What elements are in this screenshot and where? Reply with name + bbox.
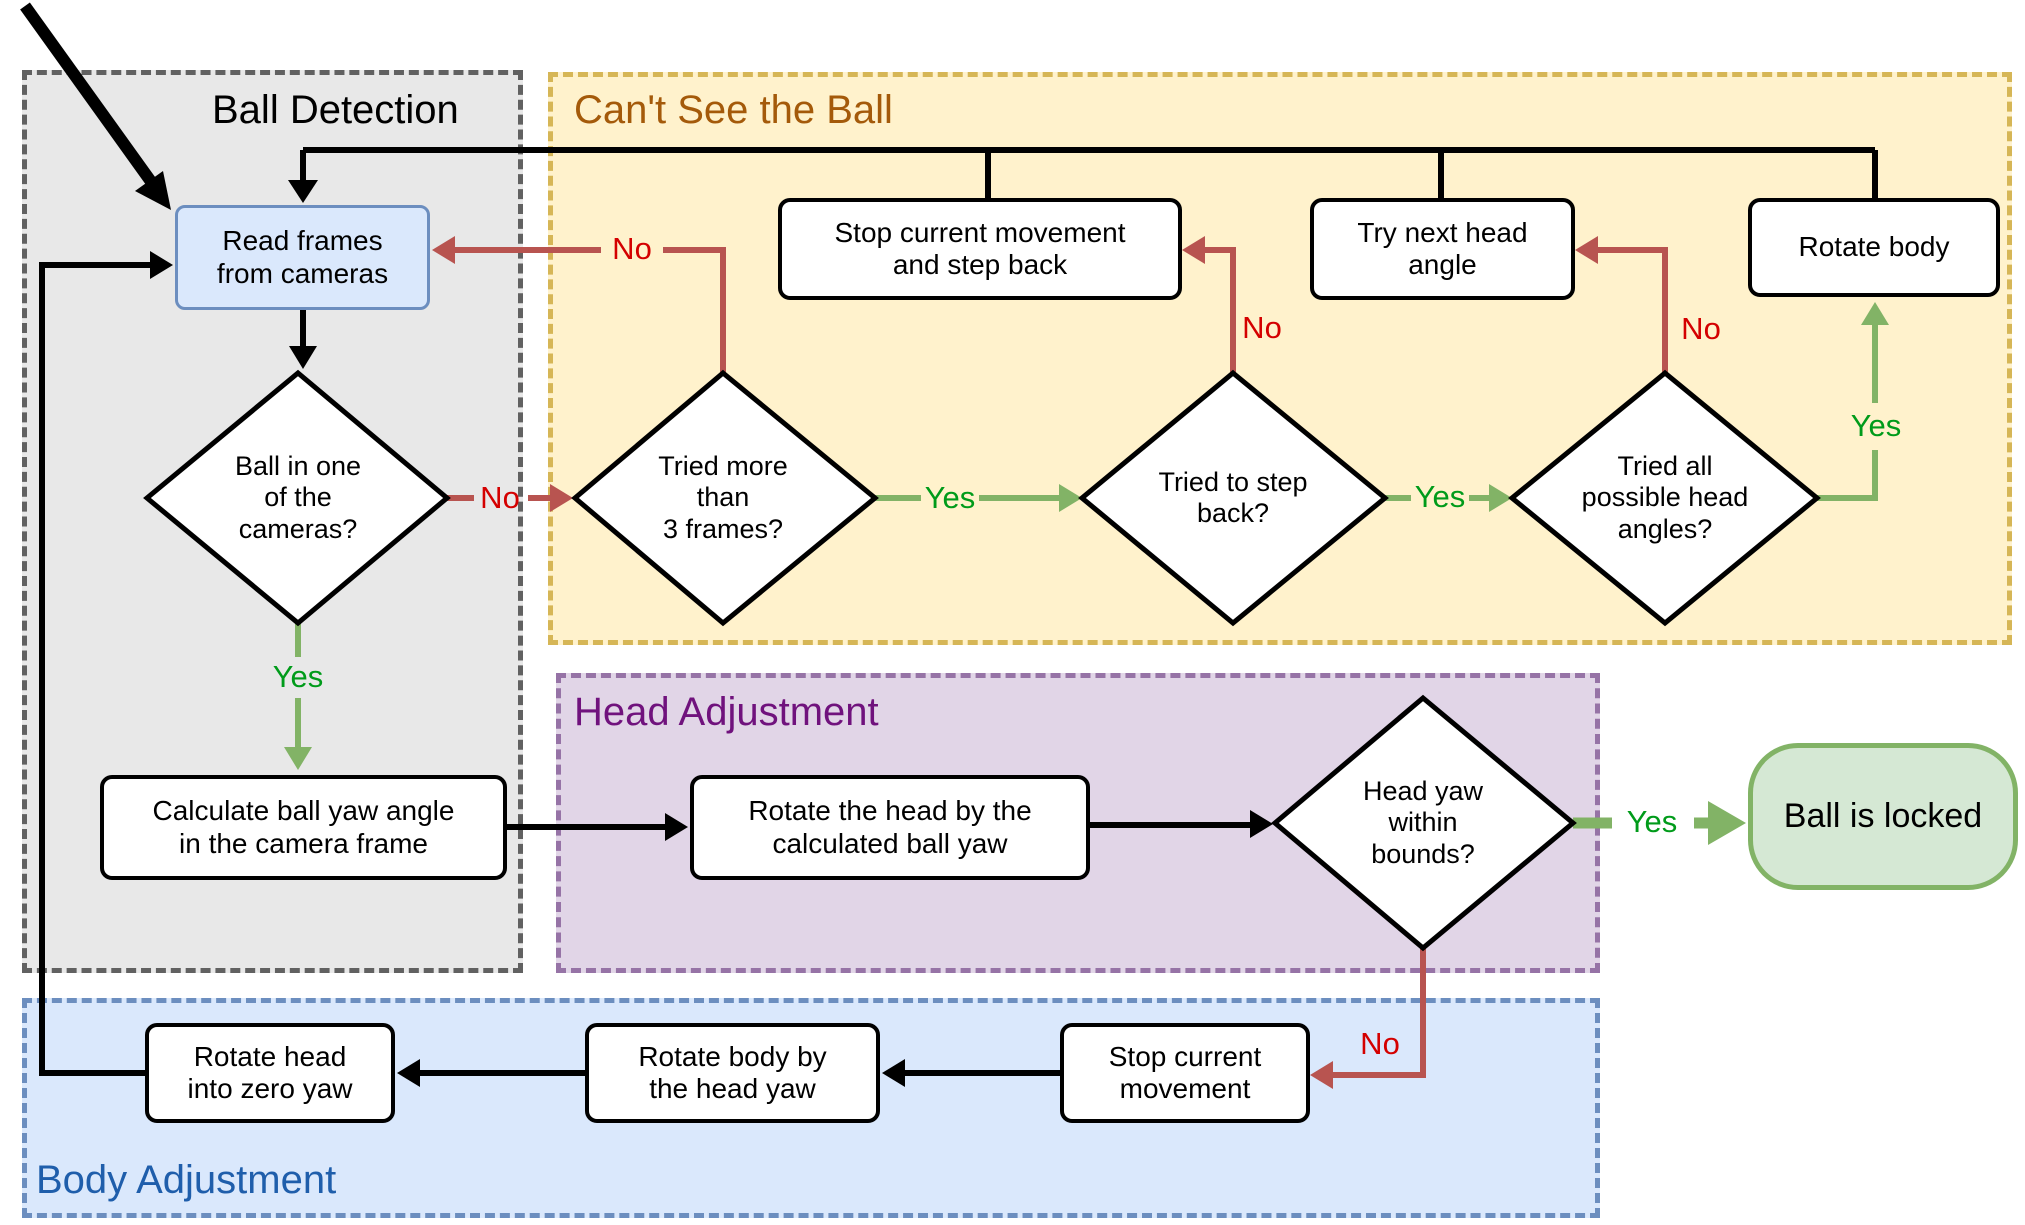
edge-label-yes-ball-to-calc: Yes [272,659,324,694]
node-stop-current-movement: Stop current movement [1060,1023,1310,1123]
edge-label-yes-yaw-to-locked: Yes [1626,804,1678,839]
edge-label-yes-tried3-to-stepback: Yes [924,480,976,515]
region-title-ball-detection: Ball Detection [212,88,459,132]
region-title-body-adjustment: Body Adjustment [36,1158,337,1202]
node-rotate-body-by-head: Rotate body by the head yaw [585,1023,880,1123]
edge-label-no-ball-to-tried3: No [480,480,520,515]
node-read-frames: Read frames from cameras [175,205,430,310]
node-stop-and-step-back: Stop current movement and step back [778,198,1182,300]
node-ball-is-locked: Ball is locked [1748,743,2018,890]
edge-label-yes-stepback-to-angles: Yes [1414,479,1466,514]
node-try-next-head-angle: Try next head angle [1310,198,1575,300]
node-rotate-body: Rotate body [1748,198,2000,297]
region-cant-see-the-ball [548,72,2012,645]
region-title-cant-see-the-ball: Can't See the Ball [574,88,893,132]
edge-label-no-stepback-to-stop: No [1242,310,1282,345]
arrowhead-yes-into-balllocked [1708,801,1746,845]
edge-label-no-yaw-to-stopmovement: No [1360,1026,1400,1061]
node-calc-ball-yaw: Calculate ball yaw angle in the camera f… [100,775,507,880]
node-rotate-head-zero: Rotate head into zero yaw [145,1023,395,1123]
edge-label-yes-angles-to-rotatebody: Yes [1850,408,1902,443]
edge-label-no-tried3-to-read: No [612,231,652,266]
node-rotate-head-by-yaw: Rotate the head by the calculated ball y… [690,775,1090,880]
edge-label-no-angles-to-trynext: No [1681,311,1721,346]
region-title-head-adjustment: Head Adjustment [574,690,879,734]
